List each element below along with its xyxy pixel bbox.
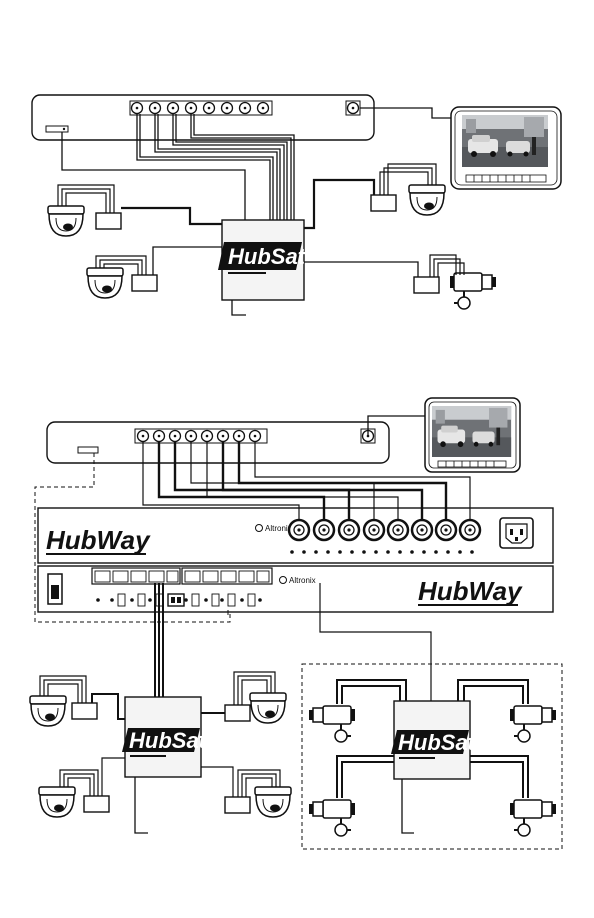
hubway-top-label: HubWay (46, 525, 151, 555)
altronix-top-label: Altronix (265, 524, 292, 533)
hubway-top-logo: HubWay (46, 525, 151, 555)
hubsat-right-logo: HubSat (391, 730, 477, 759)
power-switch-icon (48, 574, 62, 604)
box-camera-icon (450, 273, 496, 309)
box-camera-icon (510, 706, 556, 742)
hubsat-left-logo: HubSat (122, 728, 208, 757)
dome-camera-icon (250, 693, 286, 723)
hubsat-right-label: HubSat (398, 730, 477, 755)
hubway-bottom-label: HubWay (418, 576, 523, 606)
dome-camera-icon (255, 787, 291, 817)
monitor-icon (451, 107, 561, 189)
hubsat-top-label: HubSat (228, 244, 307, 269)
camera-interface-box (414, 277, 439, 293)
box-camera-icon (510, 800, 556, 836)
dome-camera-icon (48, 206, 84, 236)
altronix-bottom-label: Altronix (289, 576, 316, 585)
dome-camera-icon (39, 787, 75, 817)
dome-camera-icon (30, 696, 66, 726)
box-camera-icon (309, 706, 355, 742)
hubway-bottom-logo: HubWay (418, 576, 523, 606)
camera-interface-box (96, 213, 121, 229)
camera-interface-box (132, 275, 157, 291)
camera-interface-box (371, 195, 396, 211)
box-camera-icon (309, 800, 355, 836)
dome-camera-icon (87, 268, 123, 298)
hubsat-top-logo: HubSat (218, 242, 307, 274)
camera-interface-box (225, 797, 250, 813)
rj45-port-icon (92, 568, 272, 584)
camera-interface-box (72, 703, 97, 719)
camera-interface-box (225, 705, 250, 721)
power-inlet-icon (500, 518, 533, 548)
dvr-indicator-2 (78, 447, 98, 453)
camera-interface-box (84, 796, 109, 812)
monitor-icon (425, 398, 520, 472)
hubsat-left-label: HubSat (129, 728, 208, 753)
dome-camera-icon (409, 185, 445, 215)
